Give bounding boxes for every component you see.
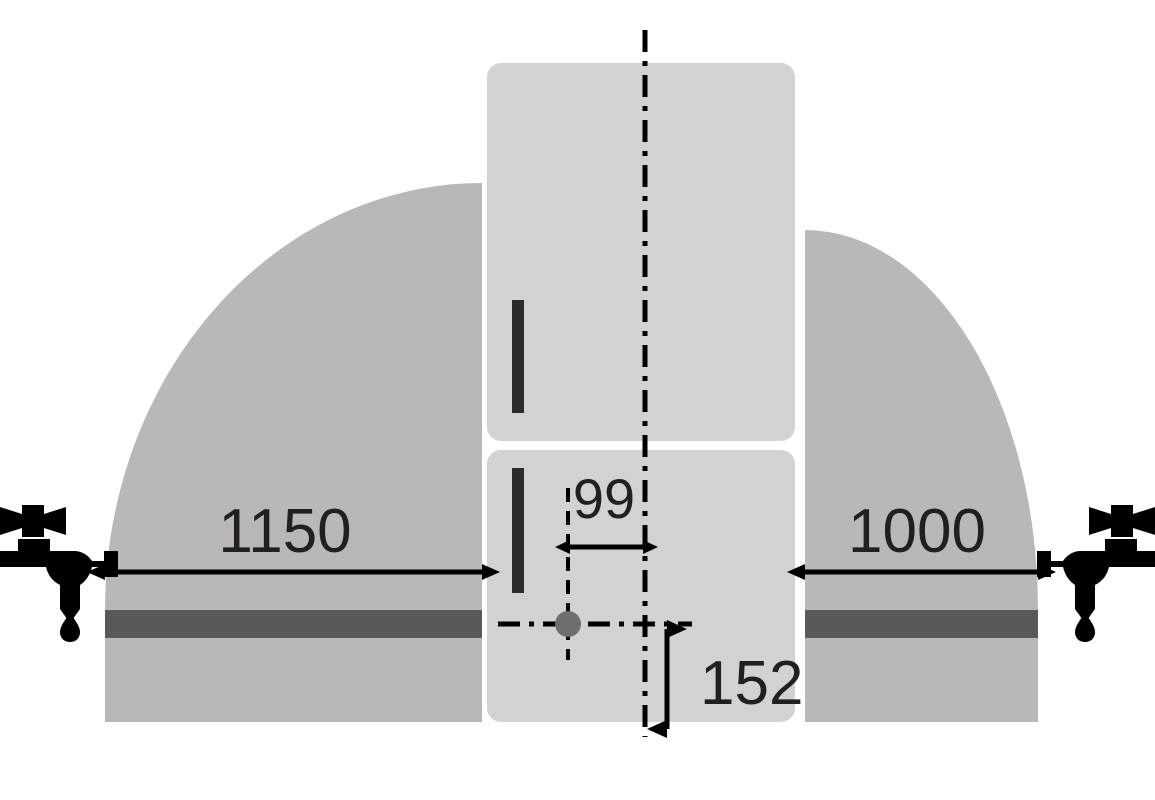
faucet-left xyxy=(0,505,118,642)
fridge-lower-handle xyxy=(512,468,524,593)
plinth-band-right xyxy=(805,610,1038,638)
water-drop-icon xyxy=(1075,613,1095,642)
faucet-body-icon xyxy=(1037,539,1155,623)
reach-envelope-left xyxy=(105,183,482,722)
dimension-label-1150: 1150 xyxy=(218,497,351,566)
faucet-valve-handle-icon xyxy=(1089,505,1155,537)
dimension-right-reach: 1000 xyxy=(787,497,1056,580)
faucet-body-icon xyxy=(0,539,118,623)
appliance-refrigerator xyxy=(487,63,795,722)
fridge-upper-handle xyxy=(512,300,524,413)
reach-envelope-right xyxy=(805,230,1038,722)
dimension-height-152: 152 xyxy=(647,620,803,738)
water-drop-icon xyxy=(60,613,80,642)
fridge-upper-door xyxy=(487,63,795,441)
fridge-lower-door xyxy=(487,450,795,722)
connection-point-dot xyxy=(555,611,581,637)
dimension-label-99: 99 xyxy=(573,467,635,530)
faucet-right xyxy=(1037,505,1155,642)
faucet-valve-handle-icon xyxy=(0,505,66,537)
dimension-label-152: 152 xyxy=(700,649,803,718)
plinth-band-left xyxy=(105,610,482,638)
dimension-left-reach: 1150 xyxy=(87,497,500,580)
dimension-label-1000: 1000 xyxy=(848,497,986,566)
dimension-offset-99: 99 xyxy=(555,467,658,554)
